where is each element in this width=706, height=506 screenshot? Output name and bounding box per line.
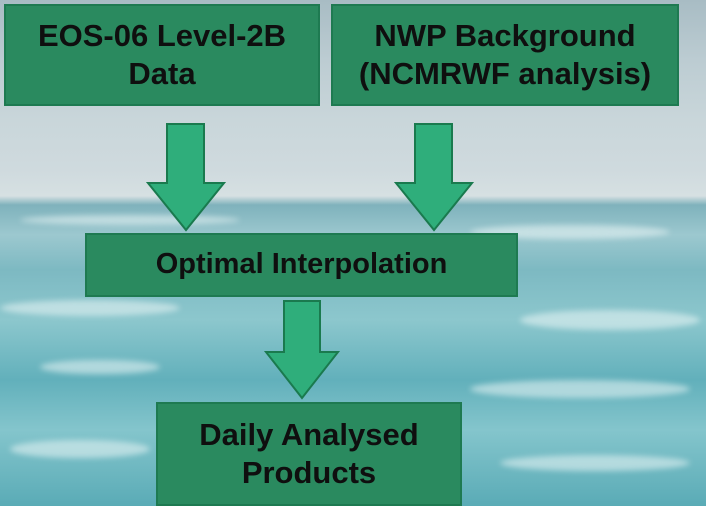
eos06-data-box: EOS-06 Level-2B Data bbox=[4, 4, 320, 106]
wave-foam bbox=[470, 225, 670, 239]
eos06-data-label-line1: EOS-06 Level-2B bbox=[37, 18, 287, 54]
eos06-data-label-line2: Data bbox=[128, 56, 196, 91]
wave-foam bbox=[20, 215, 240, 225]
optimal-interpolation-box: Optimal Interpolation bbox=[85, 233, 518, 297]
arrow-oi-to-products bbox=[263, 300, 341, 400]
nwp-background-box: NWP Background (NCMRWF analysis) bbox=[331, 4, 679, 106]
wave-foam bbox=[10, 440, 150, 458]
nwp-background-label-line1: NWP Background bbox=[374, 18, 636, 54]
wave-foam bbox=[500, 455, 690, 471]
arrow-eos-to-oi bbox=[145, 123, 227, 232]
daily-analysed-products-box: Daily Analysed Products bbox=[156, 402, 462, 506]
wave-foam bbox=[40, 360, 160, 374]
wave-foam bbox=[0, 300, 180, 316]
daily-analysed-products-label-line1: Daily Analysed bbox=[199, 417, 419, 453]
nwp-background-label-line2: (NCMRWF analysis) bbox=[358, 56, 652, 91]
wave-foam bbox=[470, 380, 690, 398]
arrow-nwp-to-oi bbox=[393, 123, 475, 232]
optimal-interpolation-label: Optimal Interpolation bbox=[155, 248, 448, 281]
wave-foam bbox=[520, 310, 700, 330]
daily-analysed-products-label-line2: Products bbox=[241, 455, 377, 490]
